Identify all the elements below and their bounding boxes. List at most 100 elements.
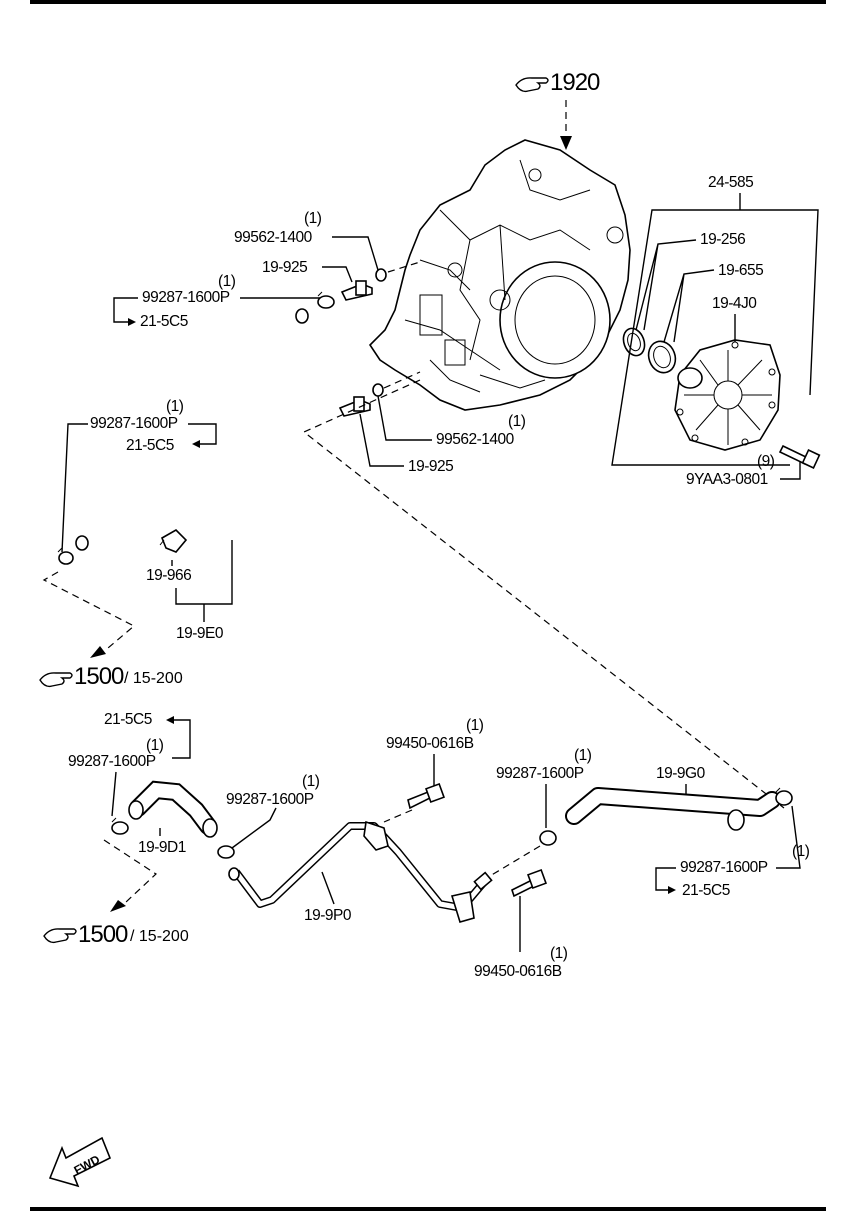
forward-arrow-icon: FWD <box>48 1136 112 1188</box>
leader-19-925-top <box>322 266 353 283</box>
dash-clamp-e <box>489 845 541 877</box>
ref-1920-text: 1920 <box>550 69 600 96</box>
ref-1500-a-text: 1500 <box>74 663 124 690</box>
label-99287-a-qty: (1) <box>218 273 236 290</box>
dash-washer-mid <box>383 371 421 389</box>
ref-1500-b-text: 1500 <box>78 921 128 948</box>
arrow-1500-b <box>110 900 126 912</box>
label-99287-e-qty: (1) <box>574 747 592 764</box>
arrow-1500-a <box>90 646 106 658</box>
ref-1500-b-sub: / 15-200 <box>130 928 189 945</box>
label-99450-top-qty: (1) <box>466 717 484 734</box>
cover-19-4j0 <box>674 339 781 451</box>
bottom-border <box>30 1207 826 1211</box>
label-99287-a: 99287-1600P <box>142 289 230 306</box>
bolt-99450-bot <box>511 869 547 898</box>
label-99562-top-qty: (1) <box>304 210 322 227</box>
label-19-925-top: 19-925 <box>262 259 307 276</box>
ref-1500-b-icon <box>43 928 77 944</box>
arrow-21-5c5-c <box>166 716 174 724</box>
label-24-585: 24-585 <box>708 174 753 191</box>
seal-ring-19-655 <box>647 340 677 374</box>
leader-19-9p0 <box>321 871 335 905</box>
arrow-21-5c5-f <box>668 886 676 894</box>
washer-99562-mid <box>372 383 384 397</box>
label-19-4j0: 19-4J0 <box>712 295 757 312</box>
dash-washer-top <box>387 261 421 273</box>
pipe-19-9p0 <box>228 820 493 923</box>
leader-99287-c <box>111 771 117 817</box>
label-99287-b-qty: (1) <box>166 398 184 415</box>
label-99287-f-qty: (1) <box>792 843 810 860</box>
label-19-9d1: 19-9D1 <box>138 839 186 856</box>
clamp-c <box>111 817 129 835</box>
leader-19-256 <box>635 239 697 331</box>
arrow-21-5c5-a <box>128 318 136 326</box>
leader-99287-b <box>61 423 217 553</box>
label-9yaa3-qty: (9) <box>757 453 775 470</box>
clamp-b <box>57 547 74 565</box>
label-21-5c5-b: 21-5C5 <box>126 437 174 454</box>
fitting-19-925-mid <box>338 396 371 417</box>
ref-1500-a-sub: / 15-200 <box>124 670 183 687</box>
ref-1920-icon <box>515 77 549 93</box>
hose-19-9g0 <box>565 787 781 831</box>
label-99562-top: 99562-1400 <box>234 229 313 246</box>
label-19-655: 19-655 <box>718 262 763 279</box>
label-21-5c5-f: 21-5C5 <box>682 882 730 899</box>
label-99562-mid-qty: (1) <box>508 413 526 430</box>
clamp-d <box>217 845 235 859</box>
transmission-case <box>368 139 631 411</box>
label-19-9p0: 19-9P0 <box>304 907 352 924</box>
label-99287-d: 99287-1600P <box>226 791 314 808</box>
label-99287-c: 99287-1600P <box>68 753 156 770</box>
label-99450-bot-qty: (1) <box>550 945 568 962</box>
label-19-256: 19-256 <box>700 231 745 248</box>
label-9yaa3: 9YAA3-0801 <box>686 471 768 488</box>
leader-24-585 <box>611 193 819 466</box>
label-99450-bot: 99450-0616B <box>474 963 562 980</box>
ref-1500-a-icon <box>39 672 73 688</box>
clamp-e <box>539 830 557 846</box>
clamp-a <box>317 291 335 309</box>
leader-9yaa3 <box>780 462 801 480</box>
fitting-19-925-top <box>340 280 373 301</box>
dash-diagonal <box>302 379 785 809</box>
label-19-9e0: 19-9E0 <box>176 625 224 642</box>
arrow-1920 <box>560 136 572 150</box>
label-99287-e: 99287-1600P <box>496 765 584 782</box>
leader-19-655 <box>663 269 715 343</box>
leader-99287-f <box>655 805 801 891</box>
washer-99562-top <box>375 268 387 282</box>
dash-1500-b <box>103 839 157 903</box>
clip-19-966 <box>159 529 188 553</box>
seal-ring-19-256 <box>622 327 646 357</box>
label-21-5c5-c: 21-5C5 <box>104 711 152 728</box>
label-19-9g0: 19-9G0 <box>656 765 706 782</box>
label-19-966: 19-966 <box>146 567 191 584</box>
label-99287-d-qty: (1) <box>302 773 320 790</box>
clamp-f <box>775 787 793 806</box>
leader-19-9e0 <box>171 540 233 622</box>
leader-19-925-mid <box>359 413 404 467</box>
leader-99287-a <box>113 297 322 323</box>
leader-99562-mid <box>377 395 432 441</box>
arrow-21-5c5-b <box>192 440 200 448</box>
label-99450-top: 99450-0616B <box>386 735 474 752</box>
label-21-5c5-a: 21-5C5 <box>140 313 188 330</box>
label-99287-b: 99287-1600P <box>90 415 178 432</box>
bracket-21-5c5-c <box>170 719 191 759</box>
label-99287-c-qty: (1) <box>146 737 164 754</box>
hose-19-9e0 <box>75 308 309 551</box>
label-19-925-mid: 19-925 <box>408 458 453 475</box>
label-99562-mid: 99562-1400 <box>436 431 515 448</box>
label-99287-f: 99287-1600P <box>680 859 768 876</box>
bolt-99450-top <box>407 783 445 810</box>
leader-99562-top <box>332 236 379 271</box>
bolt-9yaa3 <box>778 444 821 469</box>
leader-99287-d <box>231 807 277 849</box>
top-border <box>30 0 826 4</box>
dash-bolt-top <box>383 809 413 823</box>
